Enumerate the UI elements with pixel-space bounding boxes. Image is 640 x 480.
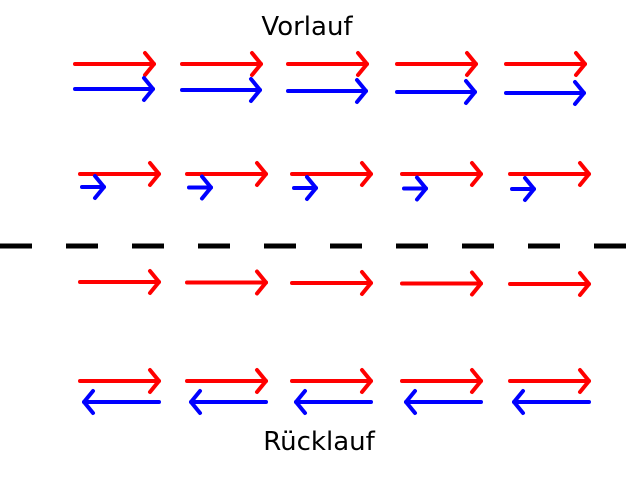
- blue-arrow-row-1-col-1: [73, 76, 155, 102]
- blue-arrow-row-2-col-2: [187, 174, 213, 201]
- red-arrow-row-2-col-5: [508, 161, 591, 187]
- blue-arrow-row-1-col-5: [504, 80, 586, 106]
- red-arrow-row-4-col-1: [78, 368, 161, 394]
- red-arrow-row-2-col-2: [185, 161, 268, 187]
- blue-arrow-row-2-col-4: [402, 175, 428, 202]
- red-arrow-row-3-col-4: [400, 270, 483, 297]
- red-arrow-row-2-col-3: [290, 161, 373, 187]
- red-arrow-row-1-col-3: [286, 51, 369, 77]
- red-arrow-row-4-col-4: [400, 368, 483, 394]
- red-arrow-row-3-col-5: [508, 271, 591, 297]
- label-vorlauf: Vorlauf: [261, 12, 353, 42]
- red-arrow-row-2-col-4: [400, 161, 483, 187]
- red-arrow-row-4-col-2: [185, 368, 268, 394]
- blue-arrow-row-4-col-5: [512, 389, 591, 415]
- blue-arrow-row-2-col-5: [510, 176, 536, 202]
- red-arrow-row-1-col-4: [395, 51, 478, 77]
- blue-arrow-row-1-col-2: [180, 77, 262, 103]
- blue-arrow-row-1-col-4: [395, 79, 477, 105]
- blue-arrow-row-4-col-3: [294, 389, 373, 415]
- blue-arrow-row-1-col-3: [286, 78, 368, 104]
- red-arrow-row-3-col-3: [290, 270, 373, 296]
- red-arrow-row-3-col-1: [78, 269, 161, 295]
- label-ruecklauf: Rücklauf: [263, 427, 375, 457]
- red-arrow-row-1-col-5: [504, 51, 587, 77]
- blue-arrow-row-4-col-1: [82, 389, 161, 415]
- blue-arrow-row-4-col-4: [404, 389, 483, 415]
- red-arrow-row-4-col-5: [508, 368, 591, 394]
- red-arrow-row-3-col-2: [185, 269, 268, 296]
- blue-arrow-row-2-col-3: [292, 175, 318, 201]
- blue-arrow-row-4-col-2: [189, 389, 268, 415]
- red-arrow-row-1-col-1: [73, 51, 156, 77]
- red-arrow-row-2-col-1: [78, 161, 161, 187]
- blue-arrow-row-2-col-1: [80, 174, 106, 200]
- red-arrow-row-4-col-3: [290, 368, 373, 394]
- red-arrow-row-1-col-2: [180, 51, 263, 77]
